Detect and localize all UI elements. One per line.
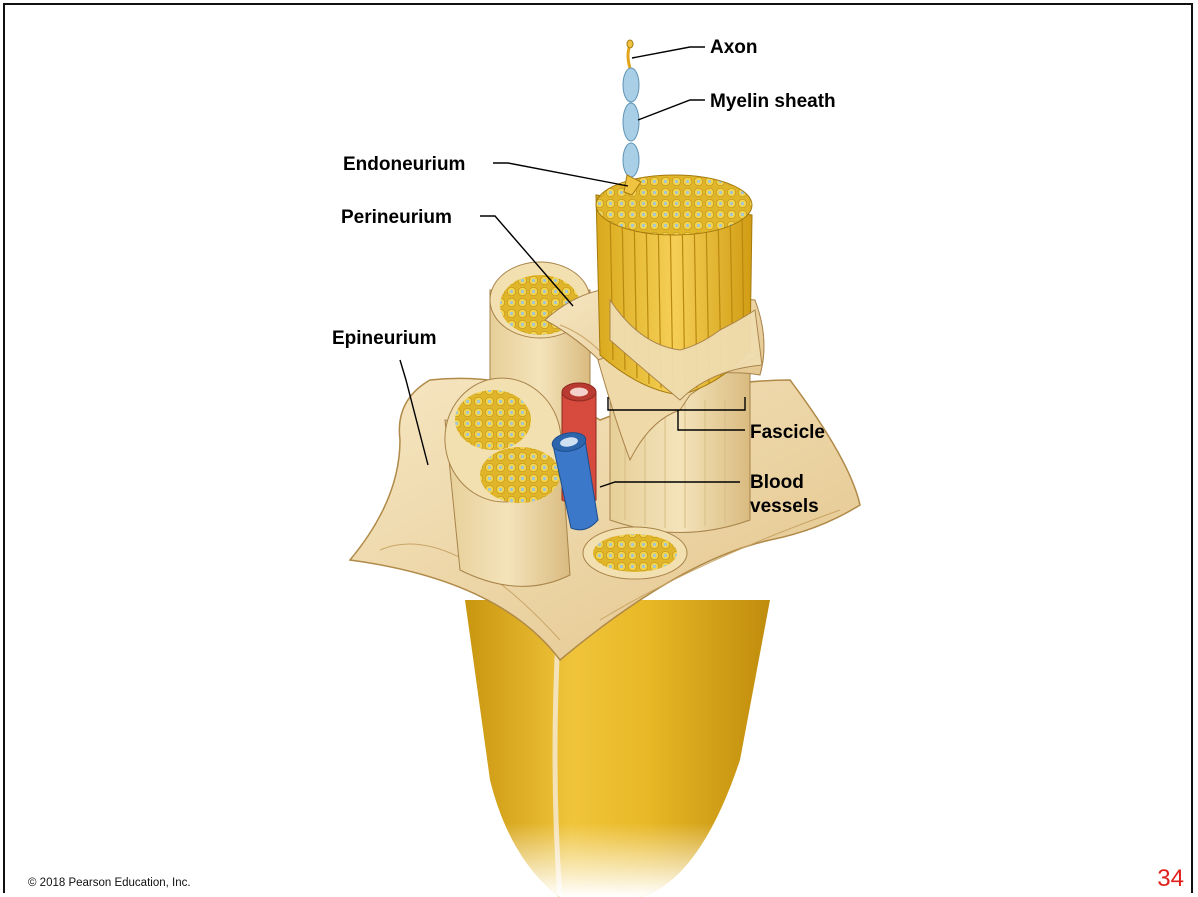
nerve-trunk	[465, 600, 770, 897]
label-blood: Blood	[750, 472, 804, 493]
copyright-footer: © 2018 Pearson Education, Inc.	[28, 877, 191, 889]
leader-myelin	[638, 100, 705, 120]
leader-endoneurium	[493, 163, 628, 186]
label-myelin-sheath: Myelin sheath	[710, 91, 836, 112]
epineurium-sheet	[350, 378, 860, 660]
label-endoneurium: Endoneurium	[343, 154, 465, 175]
label-axon: Axon	[710, 37, 758, 58]
label-vessels: vessels	[750, 496, 819, 517]
fascicle-small	[583, 527, 687, 579]
label-epineurium: Epineurium	[332, 328, 437, 349]
label-perineurium: Perineurium	[341, 207, 452, 228]
axon-with-myelin	[623, 40, 641, 195]
leader-axon	[632, 47, 705, 58]
label-fascicle: Fascicle	[750, 422, 825, 443]
fiber-bundle	[596, 175, 762, 400]
page-number: 34	[1157, 865, 1184, 893]
